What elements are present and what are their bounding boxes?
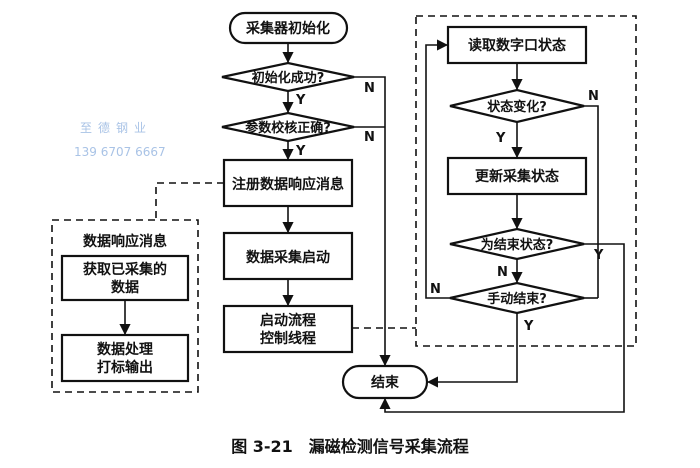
start-control-label-1: 启动流程 [260,312,316,329]
read-port-label: 读取数字口状态 [468,37,566,54]
label-paramok-yes: Y [295,144,306,159]
dashed-register-to-handler [155,182,224,220]
process-output-label-1: 数据处理 [97,341,153,358]
init-ok-label: 初始化成功? [252,70,325,86]
start-control-label-2: 控制线程 [260,330,316,347]
label-changed-yes: Y [495,131,506,146]
process-output-process [60,333,190,383]
fetch-data-label-2: 数据 [111,279,139,296]
param-ok-label: 参数校核正确? [245,120,331,136]
manual-end-label: 手动结束? [487,291,547,307]
monitor-thread-frame [415,15,637,347]
arrow-initok-no-to-end [354,76,391,367]
arrow-manual-no-to-read [425,39,450,299]
label-initok-yes: Y [295,93,306,108]
line-changed-no [584,105,599,298]
label-initok-no: N [364,81,375,96]
register-label: 注册数据响应消息 [232,176,344,193]
update-state-label: 更新采集状态 [475,168,559,185]
update-state-process [446,156,588,196]
fetch-data-label-1: 获取已采集的 [83,261,167,278]
arrow-manual-yes-to-end [426,313,518,388]
start-collect-process [222,231,354,281]
end-label: 结束 [371,374,400,391]
arrow-isend-yes-to-end [379,243,625,413]
label-manual-yes: Y [523,319,534,334]
state-changed-label: 状态变化? [487,99,547,115]
label-manual-no: N [430,282,441,297]
label-isend-no: N [497,265,508,280]
watermark-name: 至德钢业 [80,120,152,135]
msg-panel-title: 数据响应消息 [83,233,167,250]
label-paramok-no: N [364,130,375,145]
process-output-label-2: 打标输出 [97,359,153,376]
fetch-data-process [60,254,190,302]
label-isend-yes: Y [593,248,604,263]
label-changed-no: N [588,89,599,104]
init-label: 采集器初始化 [245,20,330,37]
is-end-state-label: 为结束状态? [481,237,554,253]
watermark-phone: 139 6707 6667 [74,145,166,159]
figure-caption: 图 3-21 漏磁检测信号采集流程 [231,437,469,456]
start-collect-label: 数据采集启动 [246,249,330,266]
message-handler-frame [51,219,199,393]
